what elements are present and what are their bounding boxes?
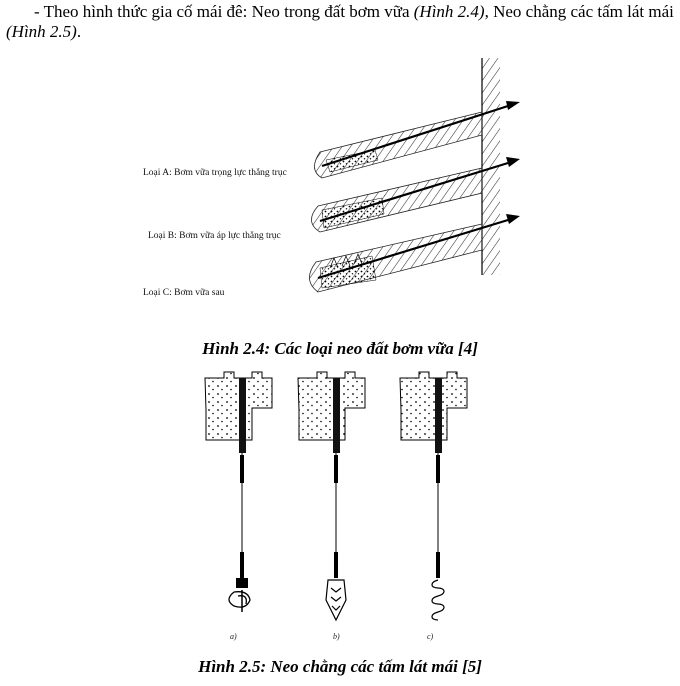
body-paragraph: - Theo hình thức gia cố mái đê: Neo tron… <box>6 2 674 42</box>
paragraph-mid: , Neo chằng các tấm lát mái <box>484 2 674 21</box>
slab-anchor-c <box>399 371 468 621</box>
anchor-type-a <box>314 101 520 179</box>
anchor-type-b <box>311 157 520 233</box>
figure-ref-2-4: (Hình 2.4) <box>413 2 485 21</box>
slab-anchor-a <box>204 371 273 612</box>
anchor-type-c <box>309 214 520 293</box>
sublabel-a: a) <box>230 632 237 641</box>
label-type-b: Loại B: Bơm vữa áp lực thẳng trục <box>148 231 281 241</box>
paragraph-end: . <box>76 22 82 41</box>
figure-2-4-caption: Hình 2.4: Các loại neo đất bơm vữa [4] <box>202 339 478 358</box>
soil-anchor-figure <box>309 58 520 293</box>
figure-2-5-caption: Hình 2.5: Neo chằng các tấm lát mái [5] <box>198 657 482 676</box>
sublabel-b: b) <box>333 632 340 641</box>
figure-ref-2-5: (Hình 2.5) <box>6 22 77 41</box>
slab-anchor-b <box>297 371 366 622</box>
label-type-c: Loại C: Bơm vữa sau <box>143 288 225 298</box>
sublabel-c: c) <box>427 632 434 641</box>
slab-anchor-figure <box>204 371 468 622</box>
paragraph-lead: - Theo hình thức gia cố mái đê: Neo tron… <box>34 2 414 21</box>
label-type-a: Loại A: Bơm vữa trọng lực thẳng trục <box>143 168 287 178</box>
